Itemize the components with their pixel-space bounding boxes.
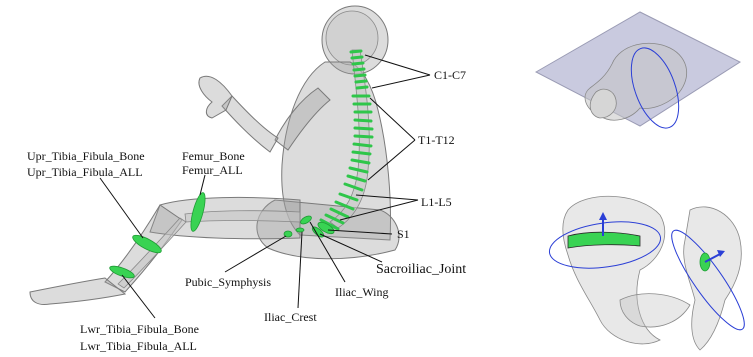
forearm xyxy=(222,96,278,152)
shin xyxy=(105,205,182,292)
label-femur-all: Femur_ALL xyxy=(182,163,243,177)
label-s1: S1 xyxy=(397,227,410,241)
label-pubic-symphysis: Pubic_Symphysis xyxy=(185,275,271,289)
label-upr-tibia-bone: Upr_Tibia_Fibula_Bone xyxy=(27,149,145,163)
label-iliac-crest: Iliac_Crest xyxy=(264,310,317,324)
label-femur-bone: Femur_Bone xyxy=(182,149,245,163)
pelvis-plane-view xyxy=(536,12,740,134)
iliac-crest-marker xyxy=(296,228,304,232)
label-t1-t12: T1-T12 xyxy=(418,133,455,147)
label-c1-c7: C1-C7 xyxy=(434,68,466,82)
label-sacroiliac-joint: Sacroiliac_Joint xyxy=(376,262,466,277)
label-lwr-tibia-all: Lwr_Tibia_Fibula_ALL xyxy=(80,339,197,353)
pelvis-right-wing xyxy=(684,207,742,350)
foot xyxy=(30,278,125,305)
label-lwr-tibia-bone: Lwr_Tibia_Fibula_Bone xyxy=(80,322,199,336)
label-l1-l5: L1-L5 xyxy=(421,195,452,209)
pelvis-section-view xyxy=(546,196,753,350)
label-upr-tibia-all: Upr_Tibia_Fibula_ALL xyxy=(27,165,143,179)
label-iliac-wing: Iliac_Wing xyxy=(335,285,389,299)
